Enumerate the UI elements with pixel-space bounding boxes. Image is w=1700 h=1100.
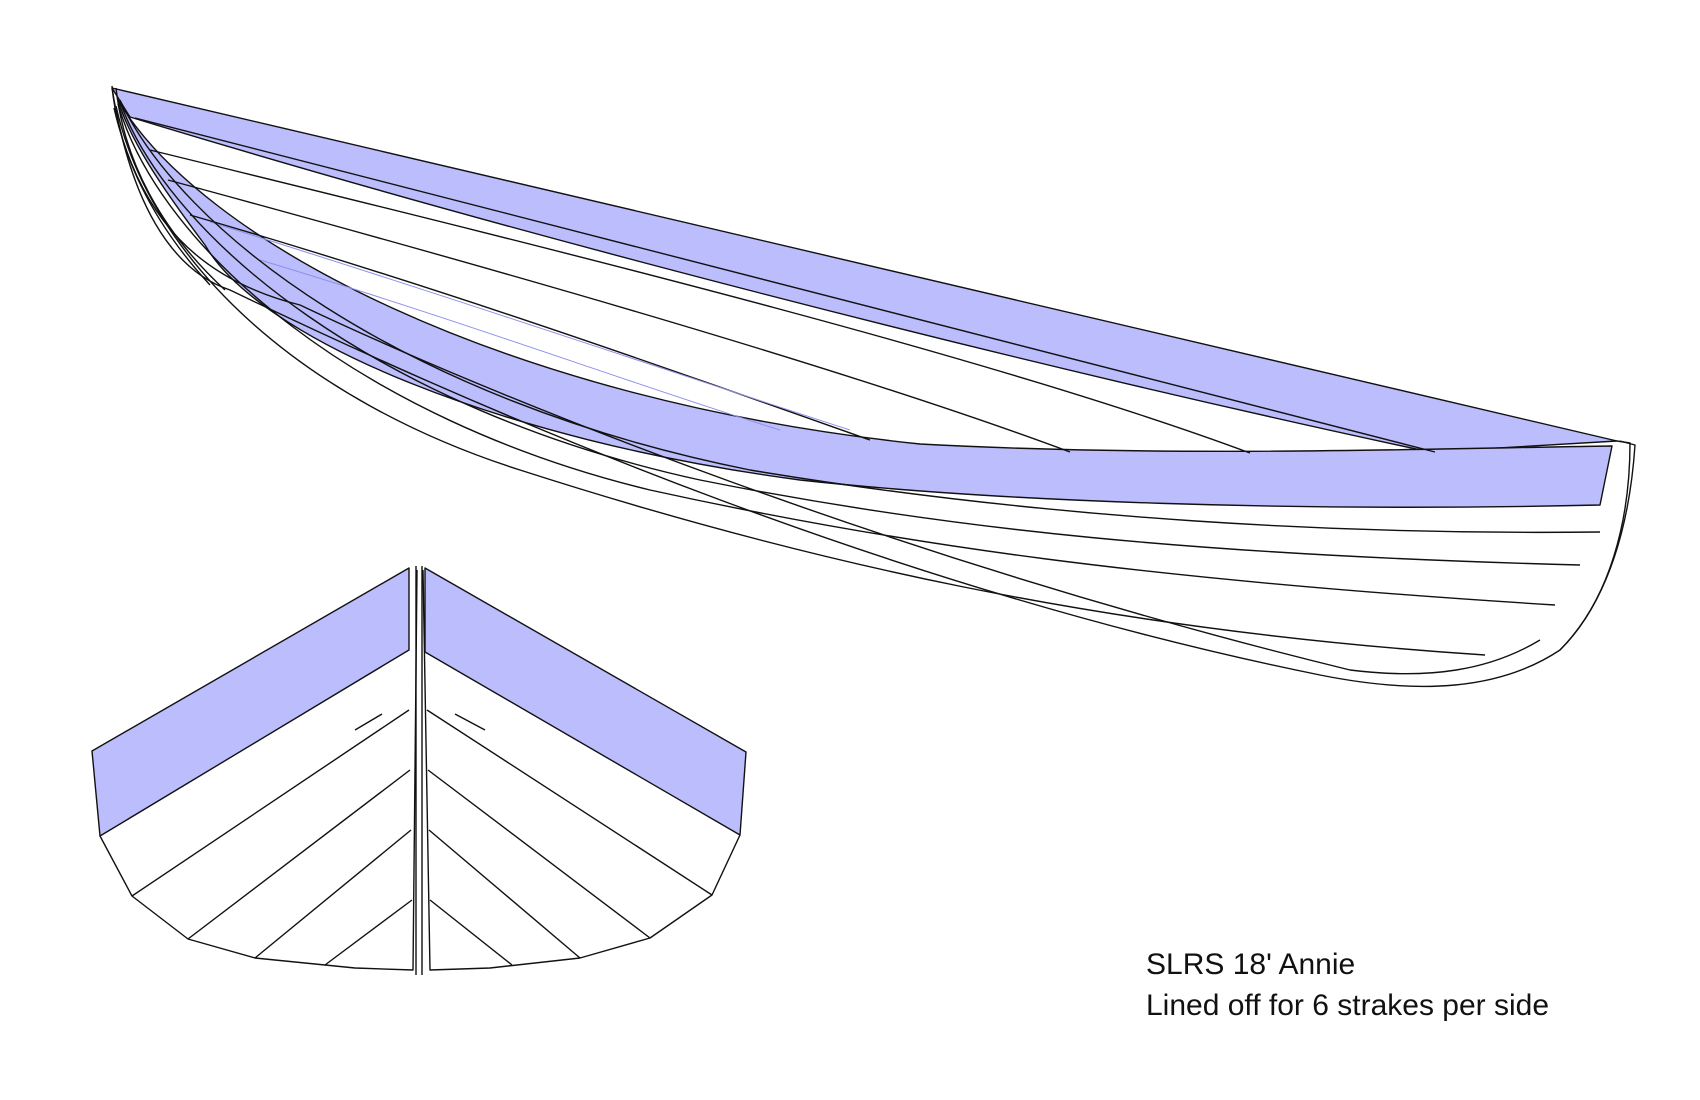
- hull-line-2: [119, 101, 1581, 566]
- right-plank-line-1: [426, 709, 713, 896]
- right-stub-mark: [454, 713, 486, 731]
- left-plank-line-3: [254, 829, 412, 959]
- near-sheer-strake: [117, 99, 1613, 508]
- far-guide-line-2: [259, 259, 781, 431]
- hull-line-4: [115, 105, 1486, 656]
- stern-post: [1559, 440, 1631, 651]
- left-sheer-strake: [91, 567, 410, 837]
- right-sheer-strake: [424, 567, 747, 836]
- left-stub-mark: [354, 713, 383, 731]
- far-plank-line-4: [189, 214, 871, 441]
- hull-section-view: [91, 566, 747, 975]
- left-plank-line-2: [187, 769, 411, 940]
- left-plank-line-1: [131, 709, 410, 897]
- right-plank-line-3: [428, 829, 581, 959]
- right-plank-line-4: [429, 899, 513, 966]
- far-plank-line-3: [167, 179, 1071, 453]
- left-plank-line-4: [324, 899, 413, 966]
- far-guide-line: [209, 221, 851, 431]
- bow-stem-inner: [115, 87, 226, 291]
- hull-line-5: [113, 107, 1541, 675]
- right-plank-line-2: [427, 769, 651, 939]
- hull-line-3: [117, 103, 1556, 606]
- far-sheer-strake: [111, 87, 1618, 453]
- far-plank-line-1: [134, 117, 1436, 453]
- drawing-caption: SLRS 18' Annie Lined off for 6 strakes p…: [1146, 944, 1549, 1026]
- hull-profile-view: [111, 85, 1636, 688]
- far-plank-line-2: [149, 149, 1251, 454]
- bow-stem: [111, 85, 211, 286]
- hull-line-1: [119, 99, 1601, 534]
- caption-subtitle: Lined off for 6 strakes per side: [1146, 989, 1550, 1022]
- caption-title: SLRS 18' Annie: [1146, 948, 1356, 981]
